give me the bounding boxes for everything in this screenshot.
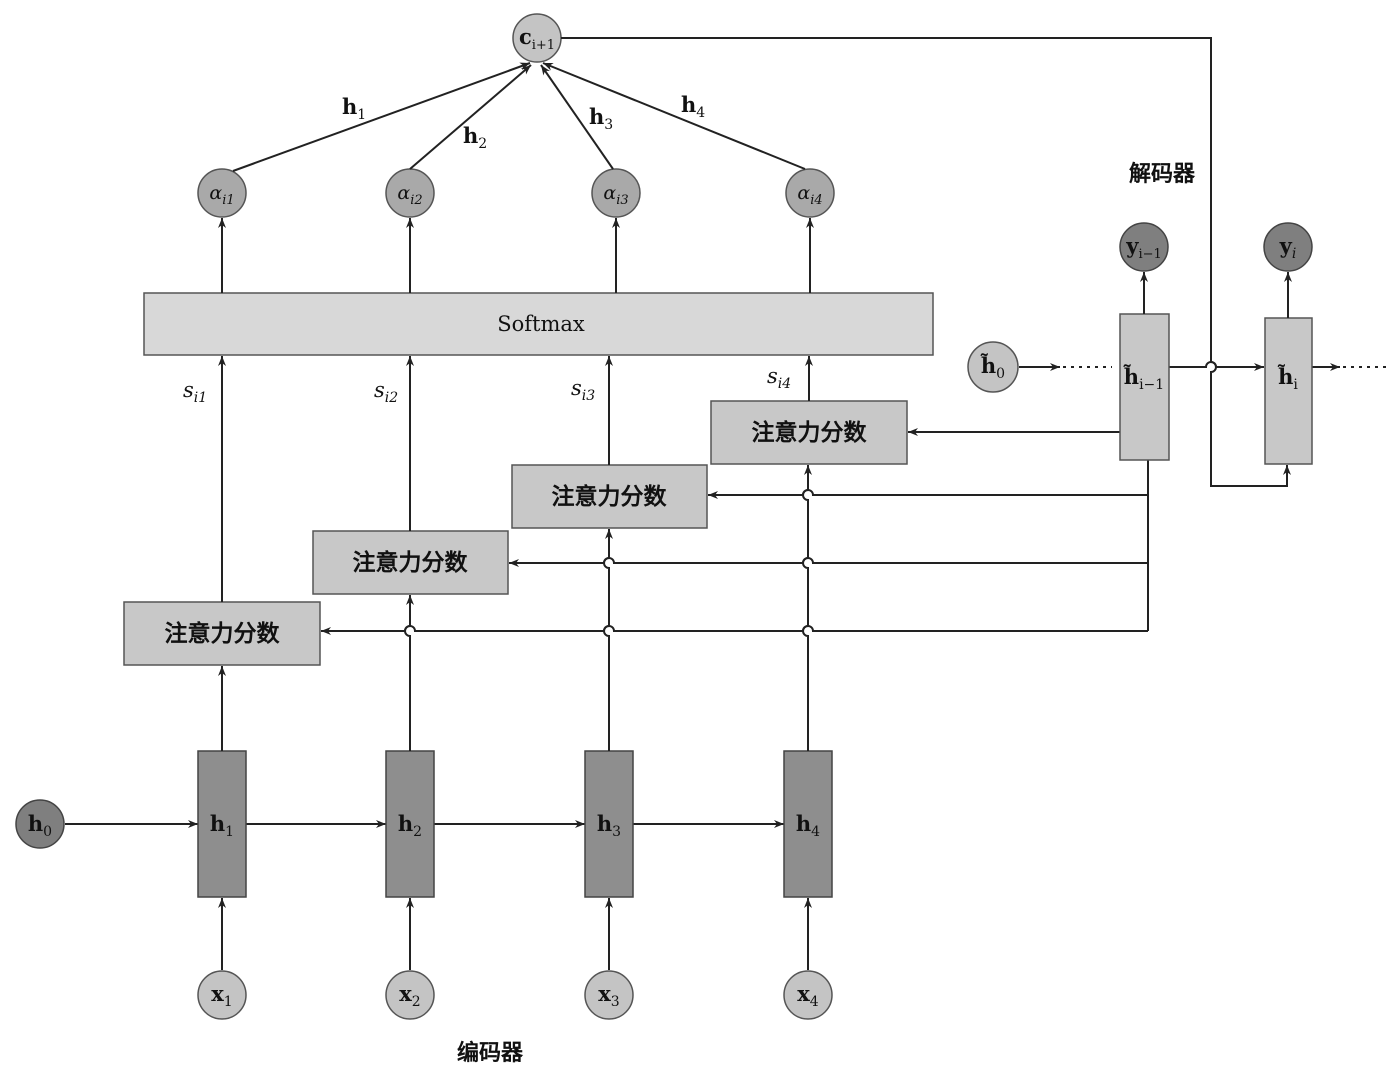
attention-score-box-3 [511, 464, 708, 529]
alpha-node-4 [785, 168, 835, 218]
score-label-2: si2 [374, 378, 398, 406]
decoder-h0-label: h̃0 [980, 353, 1005, 382]
attention-score-label-3: 注意力分数 [552, 483, 668, 510]
arrow-h2-att2 [404, 595, 414, 751]
input-x2-label: x2 [399, 981, 420, 1010]
encoder-h0-label: h0 [28, 811, 52, 840]
encoder-h0-node [15, 799, 65, 849]
encoder-h2-box [385, 750, 435, 898]
attention-score-box-4 [710, 400, 908, 465]
encoder-h1-box [197, 750, 247, 898]
input-x1-node [197, 970, 247, 1020]
arrow-dec-att2 [509, 557, 1148, 567]
input-x2-node [385, 970, 435, 1020]
encoder-h2-label: h2 [398, 811, 422, 840]
input-x3-node [584, 970, 634, 1020]
weighted-label-3: h3 [589, 104, 613, 133]
alpha-node-3 [591, 168, 641, 218]
attention-score-label-2: 注意力分数 [353, 549, 469, 576]
arrow-dec-att1 [321, 625, 1148, 635]
score-label-1: si1 [183, 378, 207, 406]
decoder-yprev-node [1119, 222, 1169, 272]
softmax-label: Softmax [497, 312, 585, 336]
alpha-label-4: αi4 [797, 182, 822, 208]
arrow-dec-hprev-hcur [1169, 361, 1264, 371]
encoder-caption: 编码器 [457, 1040, 524, 1066]
decoder-hprev-label: h̃i−1 [1123, 364, 1164, 393]
decoder-h0-node [967, 341, 1019, 393]
softmax-box [143, 292, 934, 356]
decoder-hcur-box [1264, 317, 1313, 465]
encoder-h4-label: h4 [796, 811, 820, 840]
arrow-dec-att3 [708, 489, 1148, 499]
context-label: ci+1 [519, 24, 555, 53]
decoder-yprev-label: yi−1 [1125, 233, 1162, 262]
decoder-hcur-label: h̃i [1278, 364, 1299, 393]
encoder-h3-label: h3 [597, 811, 621, 840]
alpha-label-3: αi3 [603, 182, 628, 208]
decoder-ycur-node [1263, 222, 1313, 272]
arrow-h4-att4 [802, 465, 812, 751]
encoder-h3-box [584, 750, 634, 898]
alpha-node-1 [197, 168, 247, 218]
arrow-context-decoder [561, 37, 1291, 487]
attention-score-label-1: 注意力分数 [165, 620, 281, 647]
weighted-label-1: h1 [342, 94, 366, 123]
score-label-3: si3 [571, 376, 595, 404]
score-label-4: si4 [767, 364, 791, 392]
decoder-ycur-label: yi [1279, 233, 1297, 262]
input-x4-label: x4 [797, 981, 819, 1010]
alpha-label-2: αi2 [397, 182, 422, 208]
decoder-caption: 解码器 [1129, 161, 1196, 187]
encoder-h1-label: h1 [210, 811, 234, 840]
arrow-alpha4-context [542, 62, 806, 170]
input-x3-label: x3 [598, 981, 619, 1010]
attention-score-label-4: 注意力分数 [752, 419, 868, 446]
attention-score-box-2 [312, 530, 509, 595]
weighted-label-2: h2 [463, 123, 487, 152]
decoder-hprev-box [1119, 313, 1170, 461]
weighted-label-4: h4 [681, 92, 705, 121]
arrow-alpha3-context [540, 64, 614, 170]
input-x4-node [783, 970, 833, 1020]
input-x1-label: x1 [211, 981, 232, 1010]
alpha-label-1: αi1 [209, 182, 234, 208]
arrow-alpha2-context [409, 64, 532, 170]
arrow-alpha1-context [232, 62, 531, 172]
